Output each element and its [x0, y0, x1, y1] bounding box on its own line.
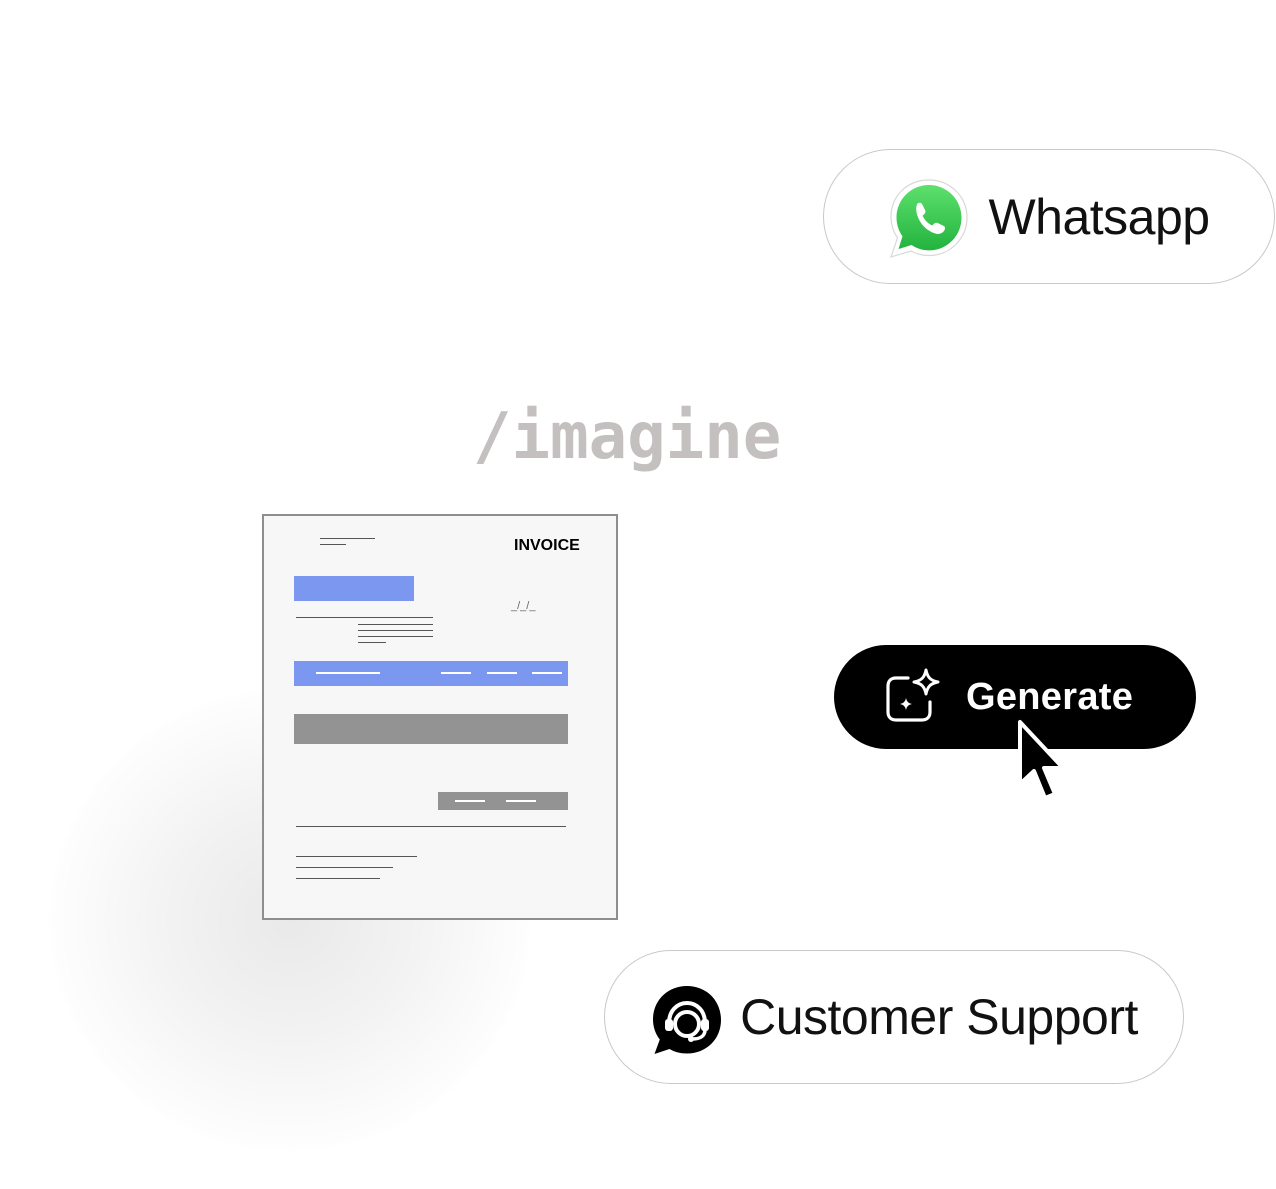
invoice-table-body [294, 714, 568, 744]
whatsapp-button[interactable]: Whatsapp [823, 149, 1275, 284]
invoice-footer-line [296, 856, 417, 857]
generate-label: Generate [966, 675, 1134, 718]
cursor-arrow-icon [1018, 720, 1065, 800]
invoice-document: INVOICE _/_/_ [262, 514, 618, 920]
invoice-company-block [294, 576, 414, 601]
generate-button[interactable]: Generate [834, 645, 1196, 749]
invoice-header-line [320, 538, 375, 539]
invoice-header-line [320, 544, 346, 545]
invoice-footer-line [296, 878, 380, 879]
customer-support-label: Customer Support [740, 989, 1138, 1045]
whatsapp-icon [890, 178, 969, 258]
invoice-address-line [358, 630, 433, 631]
invoice-total-block [438, 792, 568, 810]
imagine-command: /imagine [473, 400, 782, 474]
invoice-address-line [358, 636, 433, 637]
invoice-address-line [296, 617, 433, 618]
invoice-date: _/_/_ [511, 600, 536, 612]
invoice-address-line [358, 642, 386, 643]
invoice-title: INVOICE [514, 537, 580, 554]
invoice-footer-line [296, 867, 393, 868]
invoice-address-line [358, 624, 433, 625]
invoice-divider [296, 826, 566, 828]
invoice-table-header [294, 661, 568, 686]
customer-support-button[interactable]: Customer Support [604, 950, 1184, 1084]
headset-chat-icon [653, 986, 722, 1054]
sparkle-icon [886, 668, 940, 722]
whatsapp-label: Whatsapp [988, 188, 1210, 245]
